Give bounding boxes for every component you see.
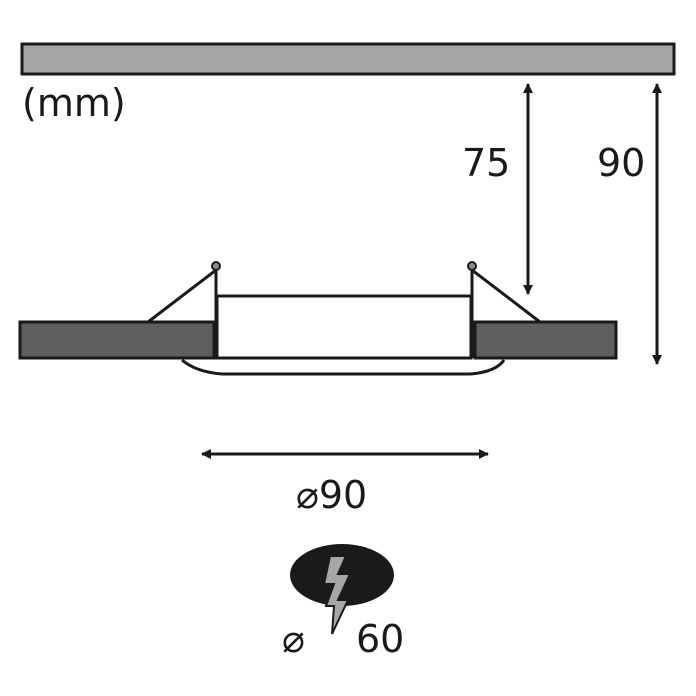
depth-dimension-label: 75 [462, 141, 510, 185]
clip-pivot-right [467, 261, 477, 271]
diameter-dimension-label: ⌀90 [296, 473, 367, 517]
fixture-housing [215, 294, 473, 360]
height-dimension-label: 90 [597, 141, 645, 185]
ceiling-panel-left [18, 320, 216, 360]
drill-hole-icon [290, 544, 394, 635]
fixture-rim [181, 358, 506, 376]
cutout-diameter-symbol: ⌀ [282, 617, 305, 661]
ceiling-panel-right [473, 320, 618, 360]
cutout-diameter-value: 60 [356, 617, 404, 661]
clip-pivot-left [211, 261, 221, 271]
unit-label: (mm) [22, 81, 126, 125]
ceiling-slab [20, 42, 676, 76]
